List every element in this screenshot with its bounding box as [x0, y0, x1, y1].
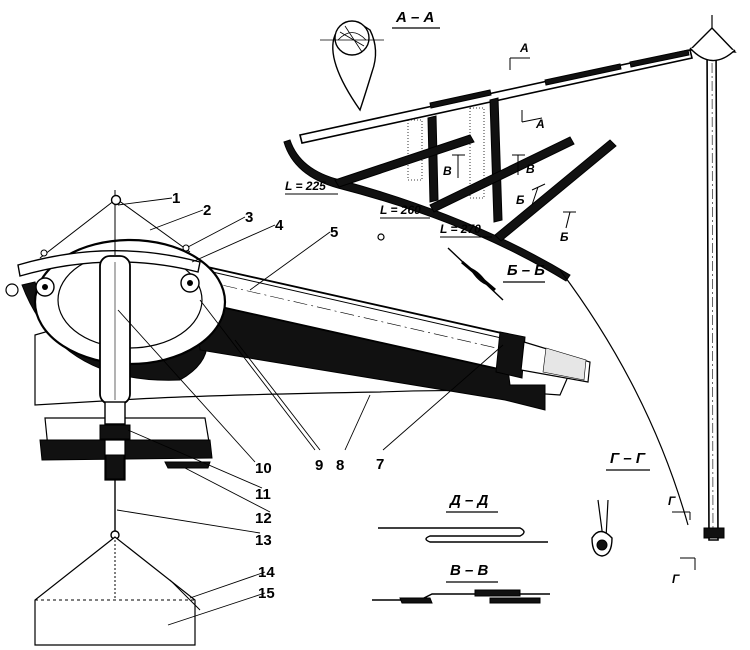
- callout-15: 15: [258, 585, 275, 602]
- spar-band-2: [544, 63, 622, 86]
- stipple-panel-2: [469, 107, 485, 199]
- section-vv: В – В: [372, 562, 550, 604]
- batten-260: [429, 136, 575, 213]
- clamp-plate: [164, 461, 211, 469]
- strut-2: [489, 97, 503, 223]
- callout-3: 3: [245, 209, 253, 226]
- section-aa-hatch: [337, 25, 367, 53]
- end-cap: [5, 283, 19, 297]
- spring-coil: [105, 454, 125, 480]
- guide-bar: [17, 250, 201, 277]
- section-dd-profile: [378, 527, 548, 543]
- wire-left: [39, 199, 116, 259]
- section-vv-block-3: [489, 597, 541, 604]
- section-bb: Б – Б: [447, 247, 545, 301]
- arm-axis: [199, 279, 506, 351]
- section-bb-core: [461, 260, 496, 292]
- pivot-right-dot: [187, 280, 193, 286]
- cut-mark-g-upper: Г: [668, 494, 676, 508]
- mast-axis: [711, 44, 714, 536]
- spar-band-3: [629, 49, 690, 68]
- callout-1: 1: [172, 190, 180, 207]
- section-label-aa: А – А: [395, 9, 434, 26]
- left-eye: [40, 249, 48, 257]
- callout-14: 14: [258, 564, 275, 581]
- right-eye: [182, 244, 190, 252]
- section-dd: Д – Д: [378, 492, 548, 543]
- cut-mark-v-left: В: [443, 164, 452, 178]
- mast: [706, 39, 719, 541]
- cut-mark-g-lower: Г: [672, 572, 680, 586]
- cut-mark-a-lower: A: [535, 117, 545, 131]
- length-label-260: L = 260: [380, 203, 421, 217]
- callout-12: 12: [255, 510, 272, 527]
- callout-8: 8: [336, 457, 344, 474]
- section-vv-block-1: [399, 597, 433, 604]
- pivot-left-dot: [42, 284, 48, 290]
- strut-1: [427, 115, 439, 203]
- collar: [104, 401, 126, 425]
- section-vv-block-2: [474, 589, 521, 597]
- section-label-gg: Г – Г: [610, 450, 646, 467]
- section-label-vv: В – В: [450, 562, 489, 579]
- callout-7: 7: [376, 456, 384, 473]
- batten-225: [334, 134, 475, 188]
- cut-mark-a-upper: A: [519, 41, 529, 55]
- wire-right: [117, 199, 191, 253]
- handle-grip: [542, 347, 587, 381]
- stipple-panel-1: [407, 119, 423, 181]
- weight-block: [34, 536, 196, 646]
- top-ring: [110, 194, 122, 206]
- leech-line: [559, 269, 689, 526]
- frame-assembly: [283, 15, 737, 541]
- section-aa: А – А: [320, 9, 440, 112]
- callout-2: 2: [203, 202, 211, 219]
- winding: [495, 331, 526, 379]
- length-label-270: L = 270: [440, 222, 481, 236]
- loose-ring: [377, 233, 385, 241]
- callout-13: 13: [255, 532, 272, 549]
- spar-band-1: [429, 89, 492, 109]
- section-label-dd: Д – Д: [448, 492, 489, 509]
- length-labels: L = 225 L = 260 L = 270: [285, 179, 492, 238]
- arm-rod: [194, 267, 511, 341]
- callout-11: 11: [255, 486, 271, 503]
- strap: [169, 579, 201, 611]
- section-gg-core: [596, 539, 608, 551]
- main-assembly: [5, 190, 591, 646]
- table-edge: [39, 439, 213, 461]
- cut-mark-b-lower: Б: [560, 230, 569, 244]
- mast-foot: [703, 527, 725, 539]
- left-callouts: 1 2 3 4 5 7 8 9 10 11 12 13 14 15: [116, 190, 504, 626]
- callout-5: 5: [330, 224, 338, 241]
- cut-mark-b-upper: Б: [516, 193, 525, 207]
- cut-mark-v-right: В: [526, 162, 535, 176]
- batten-270: [494, 139, 617, 242]
- cut-markers: A A В В Б Б: [443, 41, 576, 244]
- callout-9: 9: [315, 457, 323, 474]
- nut: [99, 424, 131, 440]
- callout-10: 10: [255, 460, 272, 477]
- section-aa-tube: [334, 20, 370, 56]
- section-gg: Г – Г Г Г: [591, 450, 696, 586]
- length-label-225: L = 225: [285, 179, 326, 193]
- mast-head-cup: [689, 47, 736, 62]
- callout-4: 4: [275, 217, 284, 234]
- section-label-bb: Б – Б: [507, 262, 545, 279]
